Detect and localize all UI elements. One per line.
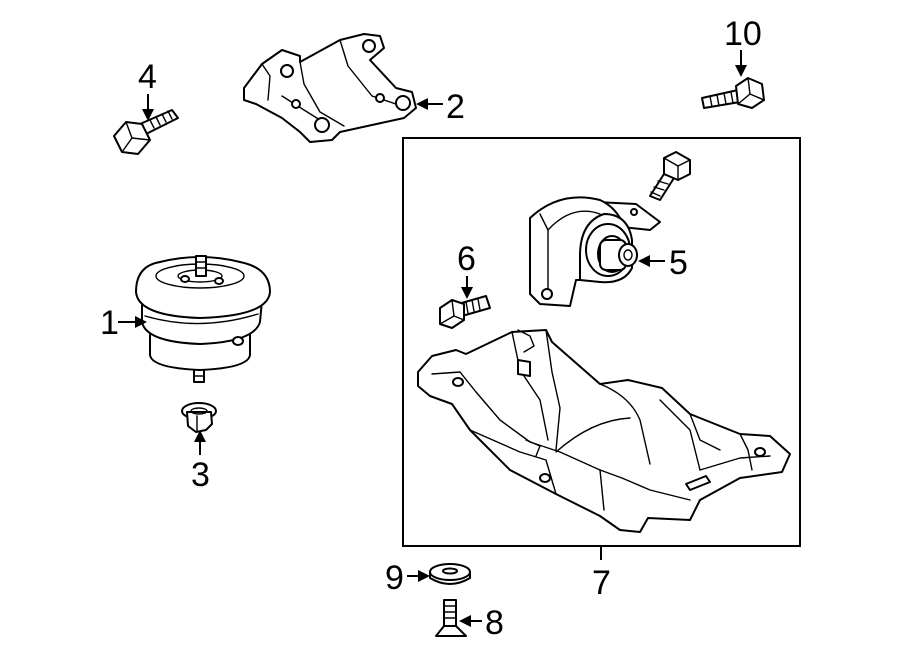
callout-7: 7 [592, 546, 611, 602]
part-10-bolt[interactable] [701, 77, 765, 109]
bolt-inside-frame[interactable] [649, 151, 691, 201]
callout-8: 8 [459, 604, 504, 642]
callout-9: 9 [385, 559, 430, 597]
part-2-bracket[interactable] [243, 33, 417, 143]
svg-text:4: 4 [138, 58, 157, 96]
svg-text:1: 1 [100, 304, 119, 342]
callout-3: 3 [191, 430, 210, 494]
svg-text:7: 7 [592, 564, 611, 602]
part-6-bolt[interactable] [439, 295, 491, 329]
svg-text:5: 5 [669, 244, 688, 282]
part-8-bolt[interactable] [435, 599, 467, 637]
svg-text:3: 3 [191, 456, 210, 494]
crossmember[interactable] [417, 329, 791, 533]
part-3-nut[interactable] [181, 402, 217, 433]
callout-4: 4 [138, 58, 157, 121]
part-4-bolt[interactable] [113, 109, 179, 155]
svg-text:2: 2 [446, 88, 465, 126]
part-5-mount[interactable] [529, 196, 661, 307]
svg-text:9: 9 [385, 559, 404, 597]
callout-2: 2 [416, 88, 465, 126]
svg-text:8: 8 [485, 604, 504, 642]
callout-5: 5 [638, 244, 688, 282]
svg-text:6: 6 [457, 240, 476, 278]
svg-text:10: 10 [724, 15, 762, 53]
callout-10: 10 [724, 15, 762, 77]
part-9-washer[interactable] [429, 563, 471, 585]
callout-6: 6 [457, 240, 476, 299]
callout-1: 1 [100, 304, 147, 342]
part-1-engine-mount[interactable] [135, 255, 271, 383]
